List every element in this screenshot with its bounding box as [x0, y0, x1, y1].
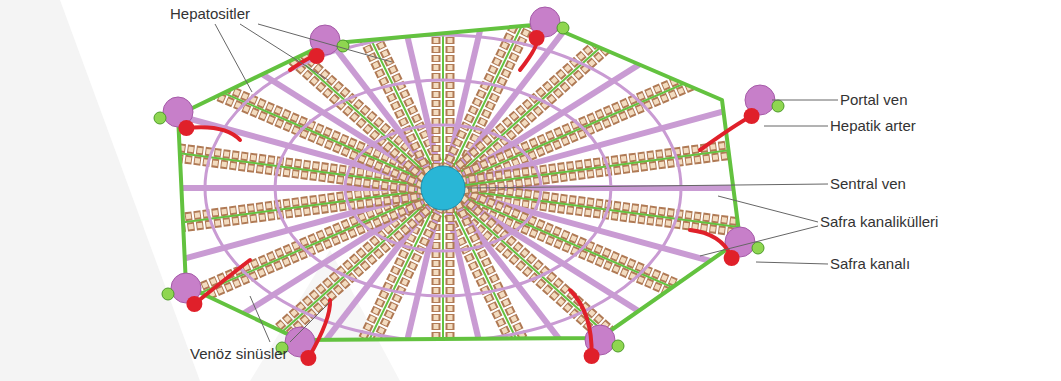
bile-canaliculus [443, 133, 857, 188]
venous-sinusoid [233, 0, 443, 188]
lobule-interior [23, 0, 863, 381]
callout-label: Safra kanalikülleri [820, 213, 938, 231]
bile-duct [612, 340, 624, 352]
hepatic-artery-branch [194, 260, 250, 304]
bile-canaliculus [442, 188, 444, 381]
hepatocyte-cord [444, 138, 858, 193]
hepatic-artery-branch [570, 290, 592, 356]
hepatic-artery-branch [186, 127, 240, 140]
hepatocyte-cell [31, 193, 445, 248]
hepatic-artery-branch [700, 116, 752, 150]
venous-sinusoid [23, 185, 443, 191]
bile-duct-ring [178, 24, 740, 340]
callout-label: Hepatositler [170, 5, 250, 23]
hepatocyte-cord [293, 0, 437, 190]
bile-duct [162, 288, 174, 300]
hepatocyte-cord [31, 193, 445, 248]
venous-sinusoid [443, 80, 838, 188]
venous-sinusoid [443, 185, 863, 191]
bile-duct [154, 112, 166, 124]
hepatocyte-cell [28, 183, 442, 238]
hepatic-artery [309, 48, 325, 64]
portal-triads [154, 7, 784, 366]
hepatic-artery [300, 350, 316, 366]
hepatic-artery [529, 30, 545, 46]
callout-label: Hepatik arter [830, 117, 916, 135]
hepatic-artery [744, 108, 760, 124]
hepatic-artery [186, 296, 202, 312]
callout-label: Portal ven [840, 91, 908, 109]
central-vein [421, 166, 465, 210]
venous-sinusoid [443, 188, 653, 381]
leader-lines [215, 24, 838, 342]
hepatocyte-cell [444, 138, 858, 193]
hepatic-artery [724, 250, 740, 266]
sinusoid-ring [275, 80, 611, 296]
hepatocyte-cell [293, 0, 437, 190]
hepatic-artery-branch [308, 300, 330, 358]
hepatocyte-cell [448, 188, 453, 381]
hepatic-artery [178, 120, 194, 136]
bile-duct [752, 242, 764, 254]
hepatic-artery [584, 348, 600, 364]
sinusoid-ring [205, 35, 681, 341]
hepatocyte-cell [434, 0, 439, 188]
venous-sinusoid [48, 188, 443, 296]
callout-label: Safra kanalı [830, 255, 910, 273]
watermark-shape [0, 0, 200, 381]
hepatocyte-cell [442, 128, 856, 183]
hepatocyte-cord [28, 183, 442, 238]
bile-canaliculus [29, 188, 443, 243]
bile-duct [337, 40, 349, 52]
hepatocyte-cord [432, 0, 441, 188]
bile-canaliculus [442, 0, 444, 188]
hepatocyte-cord [446, 188, 455, 381]
bile-duct [772, 100, 784, 112]
callout-label: Sentral ven [830, 175, 906, 193]
bile-duct [557, 22, 569, 34]
hepatocyte-cord [442, 128, 856, 183]
callout-label: Venöz sinüsler [190, 345, 288, 363]
